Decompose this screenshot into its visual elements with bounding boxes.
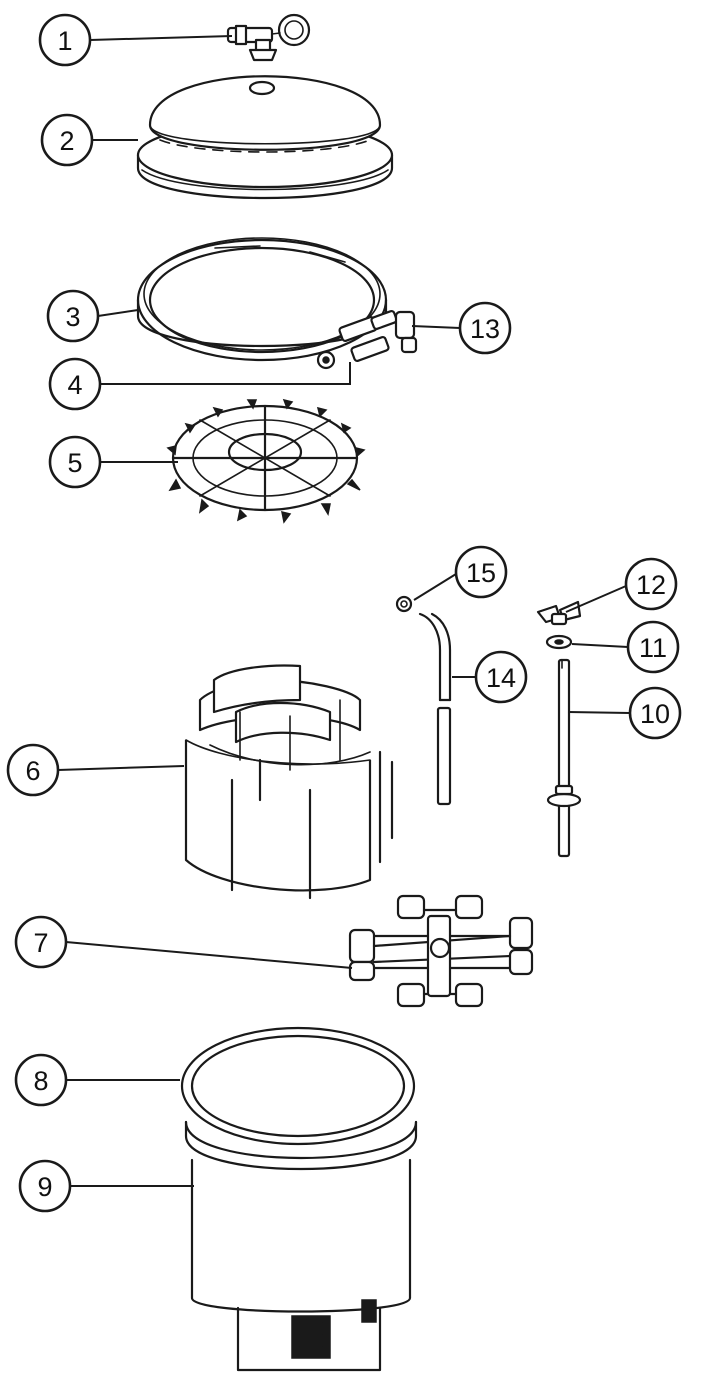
top-manifold: [166, 398, 366, 524]
callout-11: 11: [626, 620, 680, 674]
tie-rod: [546, 658, 582, 858]
callout-5: 5: [48, 435, 102, 489]
leader-lines: [57, 35, 631, 1187]
washer: [545, 634, 573, 650]
callout-11-label: 11: [639, 633, 667, 663]
bottom-manifold: [348, 894, 534, 1008]
callout-4: 4: [48, 357, 102, 411]
callout-13-label: 13: [470, 314, 500, 344]
callout-7-label: 7: [33, 928, 48, 958]
wing-nut: [536, 600, 582, 626]
callout-15-label: 15: [466, 558, 496, 588]
clamp-ring: [136, 237, 388, 362]
callout-10-label: 10: [640, 699, 670, 729]
callout-10: 10: [628, 686, 682, 740]
air-relief-valve-gauge: [226, 13, 311, 62]
callout-9: 9: [18, 1159, 72, 1213]
callout-12: 12: [624, 557, 678, 611]
callout-15: 15: [454, 545, 508, 599]
callout-6-label: 6: [25, 756, 40, 786]
callout-8-label: 8: [33, 1066, 48, 1096]
callout-14: 14: [474, 650, 528, 704]
callout-1: 1: [38, 13, 92, 67]
filter-lid: [136, 75, 394, 200]
filter-grids: [184, 664, 394, 900]
callout-14-label: 14: [486, 663, 516, 693]
callout-7: 7: [14, 915, 68, 969]
callout-9-label: 9: [37, 1172, 52, 1202]
tank-o-ring: [180, 1026, 416, 1146]
callout-2: 2: [40, 113, 94, 167]
callout-4-label: 4: [67, 370, 82, 400]
callout-12-label: 12: [636, 570, 666, 600]
clamp-latch-assembly: [316, 310, 418, 370]
callout-6: 6: [6, 743, 60, 797]
tube-cap: [395, 595, 413, 613]
callout-3-label: 3: [65, 302, 80, 332]
callout-5-label: 5: [67, 448, 82, 478]
callout-2-label: 2: [59, 126, 74, 156]
callout-1-label: 1: [57, 26, 72, 56]
callout-8: 8: [14, 1053, 68, 1107]
callout-3: 3: [46, 289, 100, 343]
air-bleed-tube: [418, 612, 452, 806]
callout-13: 13: [458, 301, 512, 355]
filter-tank: [184, 1120, 418, 1372]
